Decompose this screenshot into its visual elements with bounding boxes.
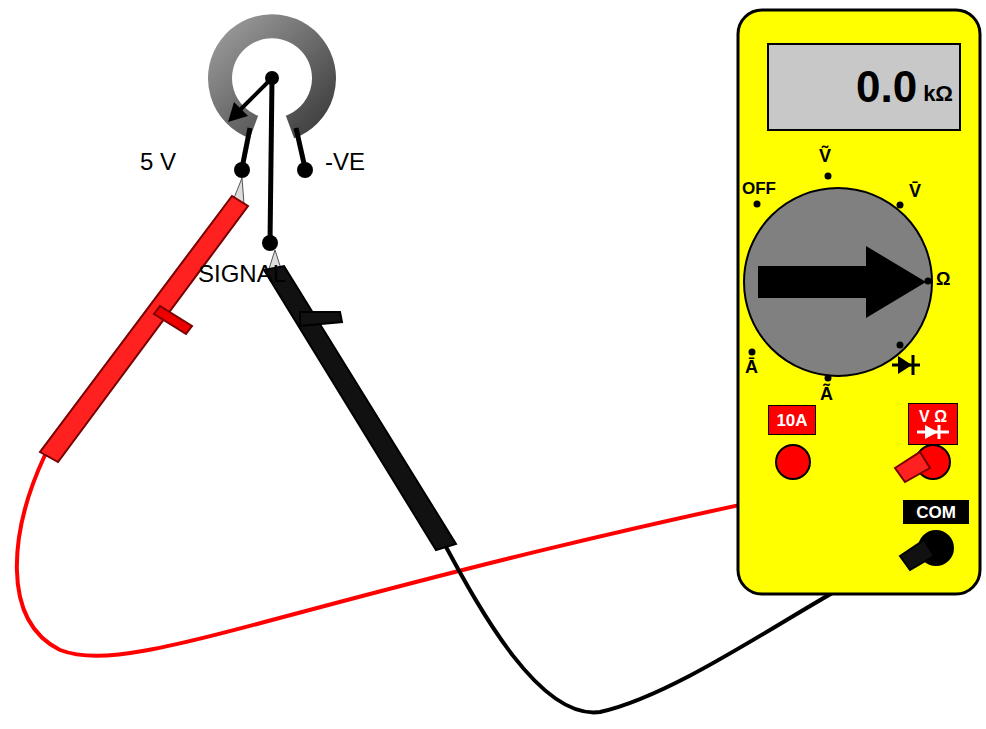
pin-label: -VE xyxy=(325,150,365,174)
dial-label: Ā xyxy=(745,358,758,376)
display-panel: 0.0 kΩ xyxy=(767,43,961,131)
rotary-dial xyxy=(744,188,932,376)
pin-label: SIGNAL xyxy=(198,262,286,286)
black-probe xyxy=(264,250,456,550)
terminal-label: V Ω xyxy=(908,403,958,445)
pin-label: 5 V xyxy=(140,150,176,174)
terminal-text: COM xyxy=(916,504,956,521)
terminal-label: COM xyxy=(903,500,969,524)
terminal-text: V Ω xyxy=(919,409,947,425)
dial-label: Ã xyxy=(820,385,833,403)
terminal-label: 10A xyxy=(768,405,816,435)
diode-symbol xyxy=(892,355,920,375)
dial-label: OFF xyxy=(742,180,776,197)
unit-label: kΩ xyxy=(923,83,953,105)
red-plug xyxy=(895,452,930,482)
meter-reading: 0.0 xyxy=(856,65,917,109)
dial-label: V̄ xyxy=(909,182,921,200)
black-plug xyxy=(900,540,934,570)
red-probe xyxy=(40,178,248,462)
meter-body xyxy=(738,10,980,594)
dial-label: Ṽ xyxy=(819,147,831,165)
diode-icon xyxy=(916,425,950,439)
terminal-text: 10A xyxy=(776,412,807,429)
dial-dots xyxy=(749,173,932,382)
socket-10a xyxy=(776,445,810,479)
dial-label: Ω xyxy=(936,270,950,288)
